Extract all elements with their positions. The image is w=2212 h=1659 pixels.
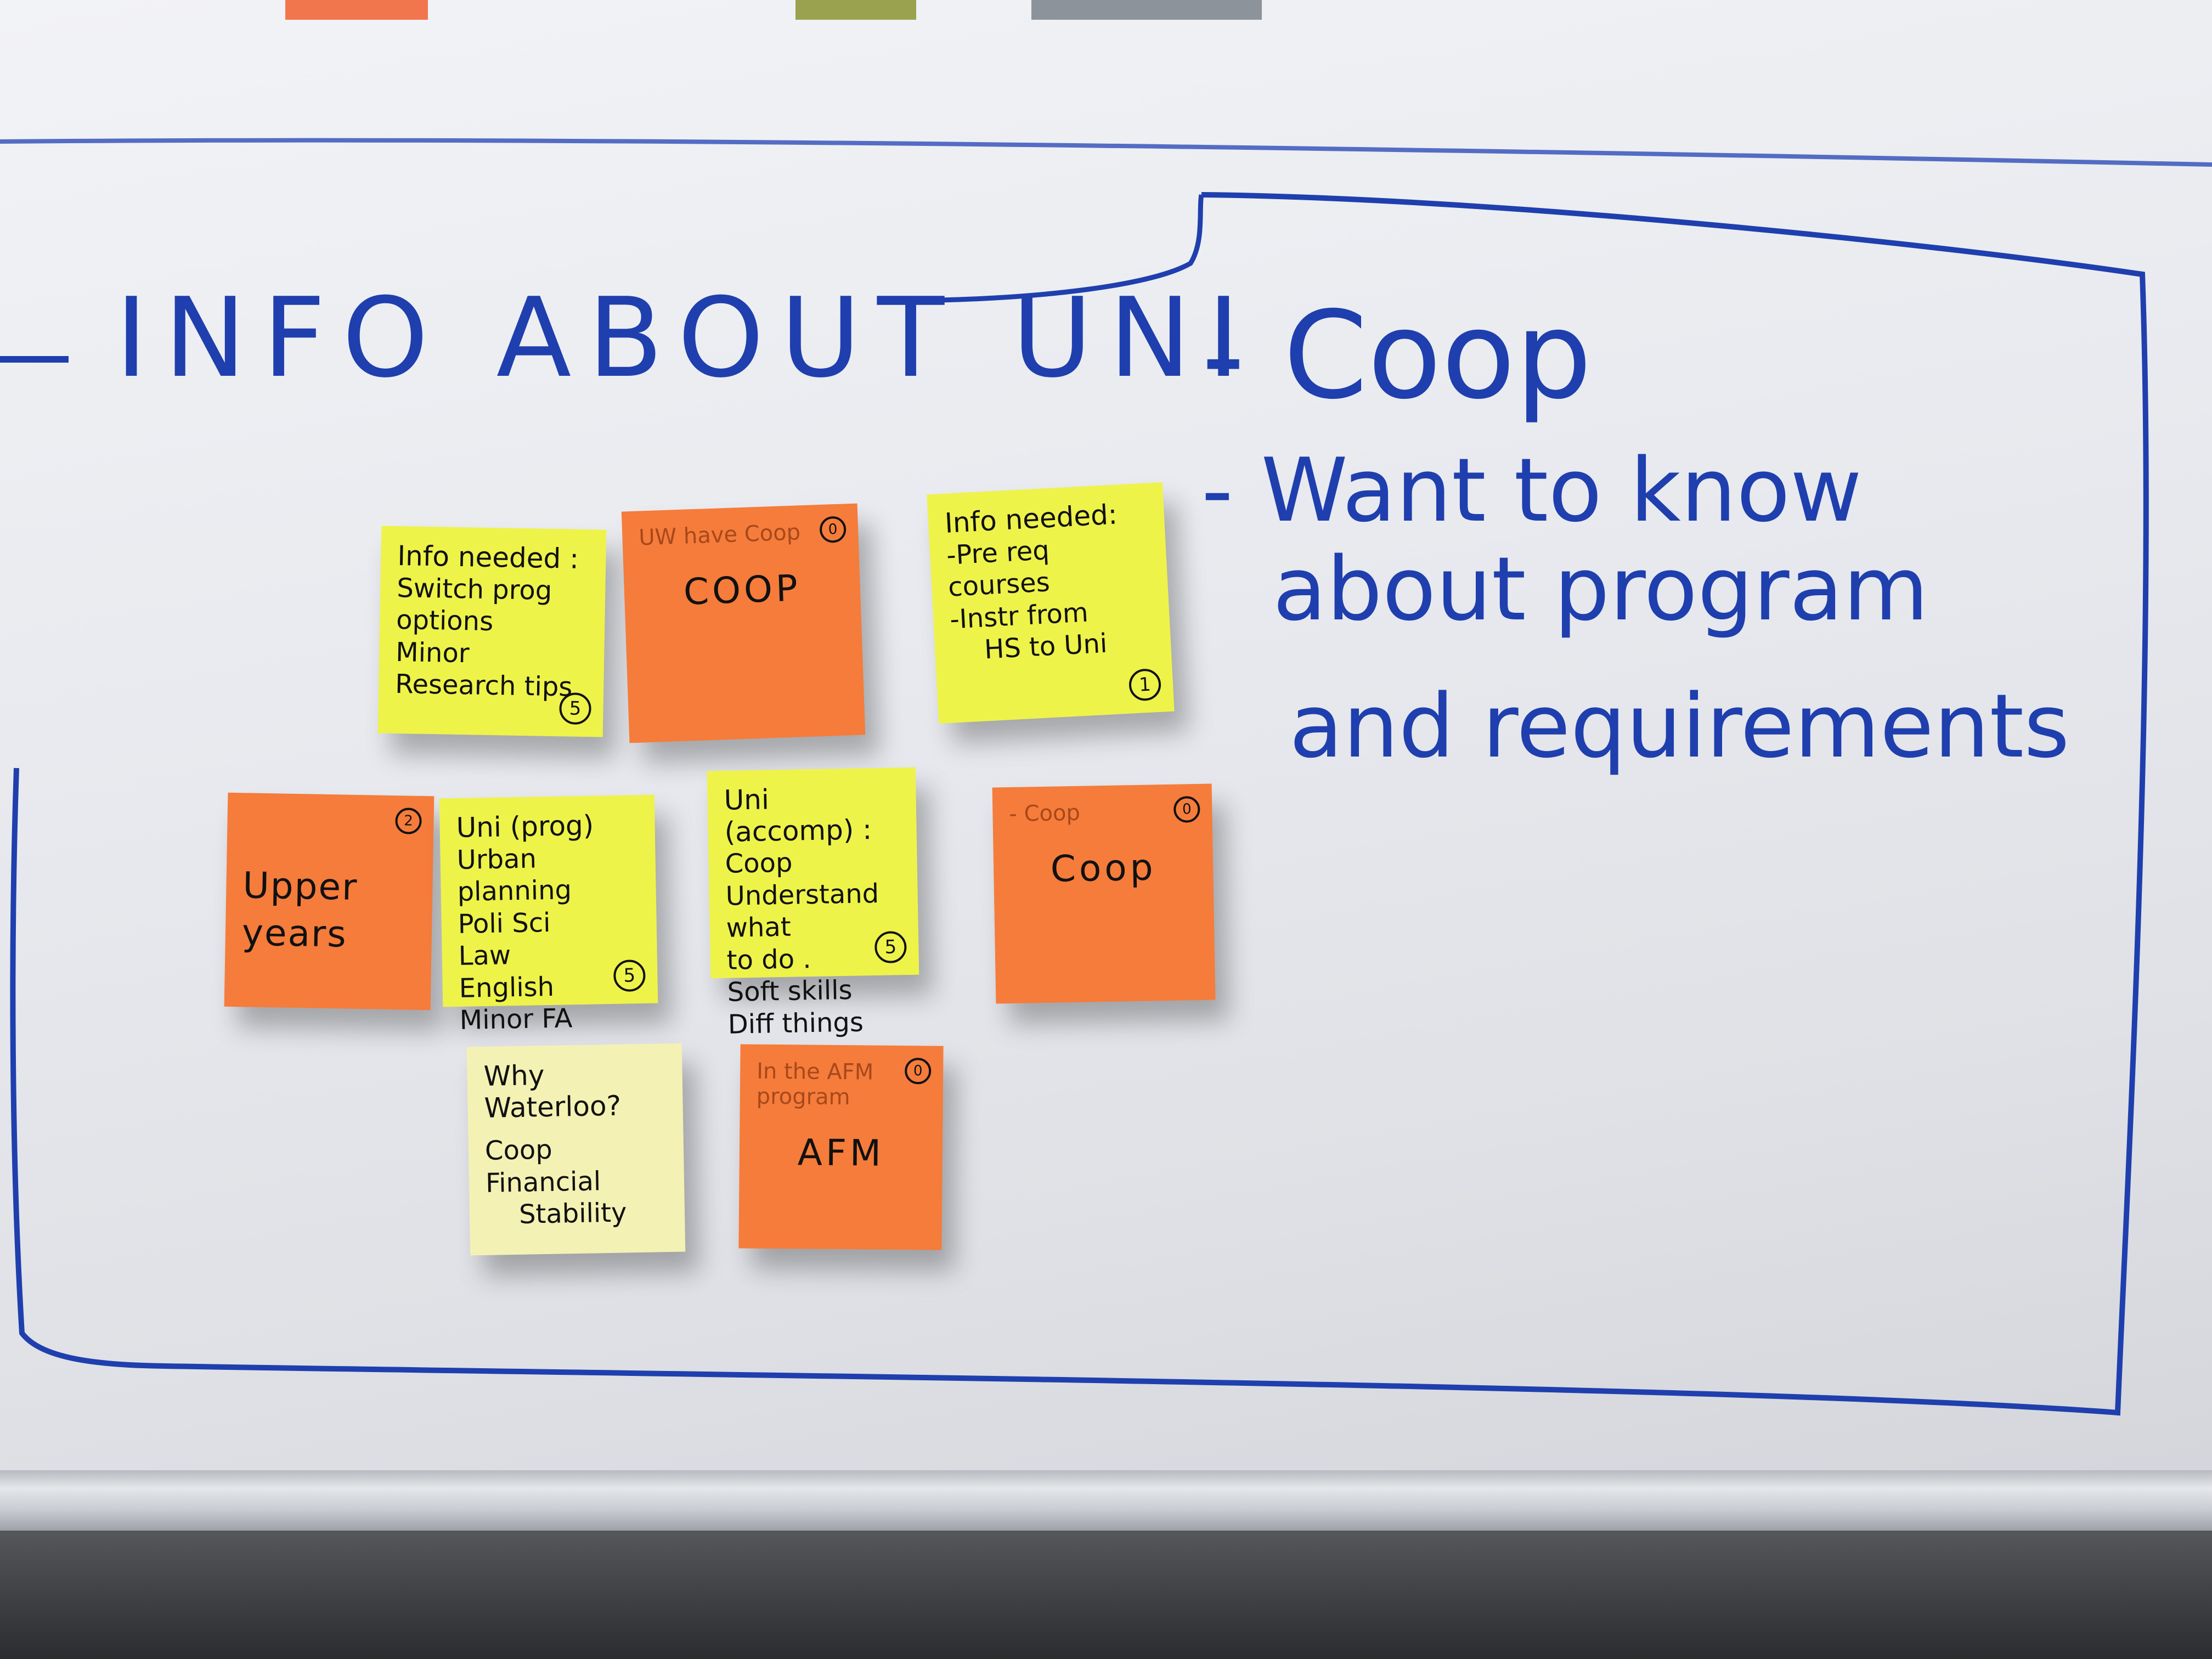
note-line: Financial — [485, 1165, 601, 1199]
note-title: Uni (accomp) : — [724, 783, 872, 848]
note-main-text: AFM — [797, 1131, 885, 1175]
marker-tray — [0, 1470, 2212, 1531]
sticky-note-afm: In the AFM program AFM 0 — [738, 1044, 944, 1250]
sticky-note-uni-prog: Uni (prog) Urban planning Poli Sci Law E… — [439, 794, 658, 1036]
right-note-about-program: about program — [1273, 538, 1929, 640]
note-line: Law — [458, 940, 511, 972]
note-line: Research tips — [394, 669, 573, 703]
note-title: In the AFM program — [756, 1058, 874, 1110]
note-line: Switch prog — [396, 572, 552, 606]
note-title: Uni (prog) — [456, 809, 594, 844]
note-title: Why Waterloo? — [483, 1059, 622, 1124]
note-line: Urban planning — [456, 843, 572, 907]
note-line: -Pre req courses — [945, 534, 1051, 603]
sticky-note-upper-years: Upper years 2 — [224, 792, 435, 1011]
note-line: Minor — [395, 636, 470, 669]
vote-count: 0 — [819, 516, 847, 544]
lower-wall — [0, 1531, 2212, 1659]
whiteboard: INFO ABOUT UNI - Coop - Want to know abo… — [0, 0, 2212, 1470]
top-note-fragment — [285, 0, 428, 20]
heading-connector — [913, 194, 1204, 303]
note-title: Info needed : — [397, 539, 579, 575]
sticky-note-why-waterloo: Why Waterloo? Coop Financial Stability — [466, 1043, 686, 1256]
top-note-fragment — [1031, 0, 1262, 20]
note-line: Stability — [518, 1197, 627, 1230]
note-title: - Coop — [1009, 800, 1081, 827]
note-main-text: COOP — [682, 567, 802, 613]
sticky-note-coop-right: - Coop Coop 0 — [992, 783, 1216, 1004]
sticky-note-info-needed-1: Info needed : Switch prog options Minor … — [377, 526, 607, 737]
marker-drawing — [0, 138, 2212, 1416]
note-line: Coop — [484, 1134, 553, 1166]
vote-count: 1 — [1128, 668, 1162, 702]
right-note-want-to-know: - Want to know — [1201, 439, 1862, 541]
note-main-text: Coop — [1050, 846, 1157, 890]
sticky-note-info-needed-2: Info needed: -Pre req courses -Instr fro… — [927, 482, 1175, 724]
note-title: UW have Coop — [638, 520, 801, 551]
enclosing-box — [10, 192, 2149, 1416]
vote-count: 2 — [395, 808, 422, 834]
section-heading: INFO ABOUT UNI — [115, 274, 1256, 402]
sticky-note-uw-coop: UW have Coop COOP 0 — [621, 503, 866, 743]
sticky-note-uni-accomp: Uni (accomp) : Coop Understand what to d… — [707, 767, 919, 1040]
note-line: Minor FA — [459, 1003, 573, 1036]
note-main-text: Upper years — [241, 864, 358, 956]
vote-count: 0 — [1173, 795, 1200, 823]
note-line: Soft skills — [727, 974, 853, 1008]
note-line: Understand what — [725, 878, 879, 944]
note-line: Poli Sci — [458, 907, 551, 940]
right-note-requirements: and requirements — [1289, 675, 2070, 777]
separator-line — [0, 138, 2212, 167]
right-note-coop: - Coop — [1201, 285, 1592, 426]
note-line: Coop — [725, 847, 793, 879]
vote-count: 0 — [905, 1058, 932, 1085]
top-note-fragment — [795, 0, 916, 20]
note-line: Diff things — [727, 1007, 864, 1040]
vote-count: 5 — [559, 692, 592, 725]
note-line: options — [396, 604, 494, 637]
